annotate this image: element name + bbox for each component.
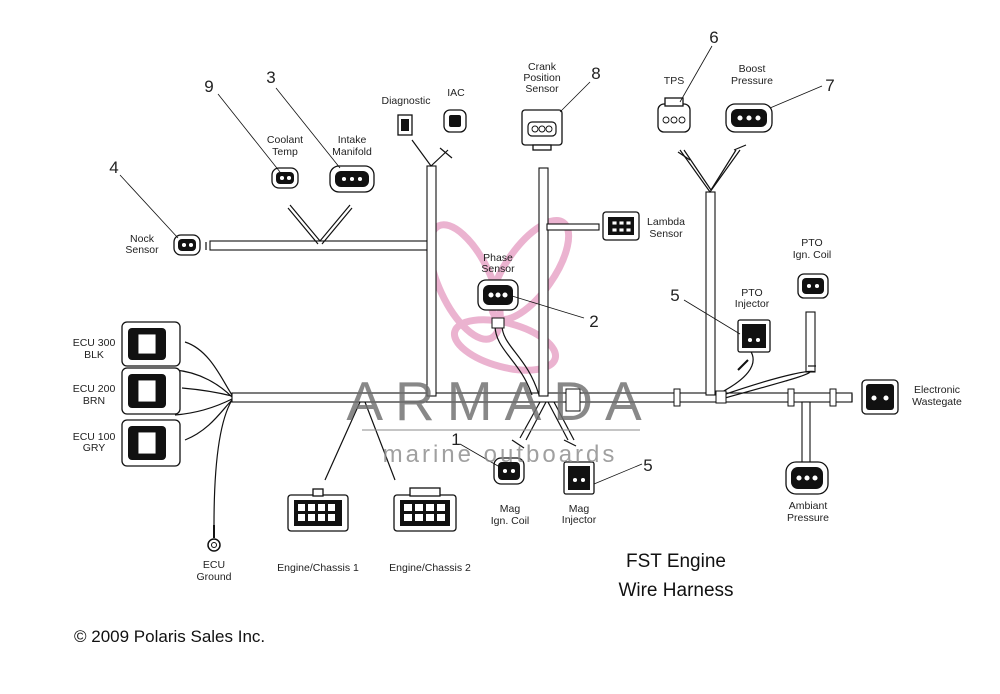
label-tps: TPS [664,75,684,87]
label-ambient-2: Pressure [787,512,829,524]
label-ambient-1: Ambiant [789,500,828,512]
label-mag-coil-1: Mag [500,503,521,515]
component-labels: Diagnostic IAC Crank Position Sensor TPS… [73,61,962,583]
label-coolant-2: Temp [272,146,298,158]
watermark-tagline: marine outboards [383,441,618,468]
callout-2: 2 [589,312,598,331]
label-ecu200-1: ECU 200 [73,383,116,395]
label-intake-2: Manifold [332,146,372,158]
label-phase-2: Sensor [481,263,515,275]
ecu-200-connector [121,367,181,415]
label-boost-2: Pressure [731,75,773,87]
diagnostic-connector [397,114,413,136]
electronic-wastegate-connector [861,379,899,415]
label-mag-inj-2: Injector [562,514,597,526]
callout-leaders [119,45,823,485]
copyright-notice: © 2009 Polaris Sales Inc. [74,627,265,646]
boost-pressure-connector [725,103,773,133]
callout-7: 7 [825,76,834,95]
label-crank-1: Crank [528,61,557,73]
armada-watermark: ARMADA marine outboards [346,370,653,468]
knock-sensor-connector [173,234,201,256]
label-knock-2: Sensor [125,244,159,256]
label-pto-coil-2: Ign. Coil [793,249,832,261]
diagram-title-line-1: FST Engine [626,551,726,572]
label-knock-1: Nock [130,233,155,245]
label-intake-1: Intake [338,134,367,146]
engine-chassis-2-connector [393,487,457,532]
watermark-brand: ARMADA [346,370,653,432]
label-coolant-1: Coolant [267,134,303,146]
iac-connector [443,109,467,133]
label-ecu-ground-2: Ground [196,571,231,583]
ecu-300-connector [121,321,181,367]
label-iac: IAC [447,87,465,99]
callout-6: 6 [709,28,718,47]
label-ecu100-2: GRY [83,442,106,454]
label-mag-coil-2: Ign. Coil [491,515,530,527]
label-diagnostic: Diagnostic [381,95,430,107]
pto-ign-coil-connector [797,273,829,299]
label-ecu200-2: BRN [83,395,105,407]
label-ecu-ground-1: ECU [203,559,225,571]
label-ecu100-1: ECU 100 [73,431,116,443]
label-chassis-1: Engine/Chassis 1 [277,562,359,574]
phase-sensor-connector [477,279,519,311]
coolant-temp-connector [271,167,299,189]
callout-4: 4 [109,158,118,177]
harness-wires [174,139,853,526]
callout-9: 9 [204,77,213,96]
label-crank-2: Position [523,72,561,84]
engine-chassis-1-connector [287,488,349,532]
callout-numbers: 9 3 4 8 6 7 2 5 1 5 [109,28,834,475]
label-pto-inj-1: PTO [741,287,762,299]
crank-position-sensor-connector [521,109,563,151]
ecu-100-connector [121,419,181,467]
callout-5-pto: 5 [670,286,679,305]
intake-manifold-connector [329,165,375,193]
callout-3: 3 [266,68,275,87]
label-mag-inj-1: Mag [569,503,590,515]
label-chassis-2: Engine/Chassis 2 [389,562,471,574]
callout-1: 1 [451,430,460,449]
callout-8: 8 [591,64,600,83]
lambda-sensor-connector [602,211,640,241]
label-pto-coil-1: PTO [801,237,822,249]
pto-injector-connector [737,319,771,353]
label-lambda-2: Sensor [649,228,683,240]
label-ecu300-1: ECU 300 [73,337,116,349]
label-crank-3: Sensor [525,83,559,95]
label-phase-1: Phase [483,252,513,264]
label-ewg-2: Wastegate [912,396,962,408]
ecu-ground-ring-terminal [207,525,221,552]
mag-ign-coil-connector [493,457,525,485]
label-ecu300-2: BLK [84,349,104,361]
tps-connector [657,97,691,133]
label-lambda-1: Lambda [647,216,685,228]
mag-injector-connector [563,461,595,495]
callout-5-mag: 5 [643,456,652,475]
ambient-pressure-connector [785,461,829,495]
diagram-title-line-2: Wire Harness [618,580,733,601]
label-ewg-1: Electronic [914,384,960,396]
label-pto-inj-2: Injector [735,298,770,310]
label-boost-1: Boost [739,63,766,75]
